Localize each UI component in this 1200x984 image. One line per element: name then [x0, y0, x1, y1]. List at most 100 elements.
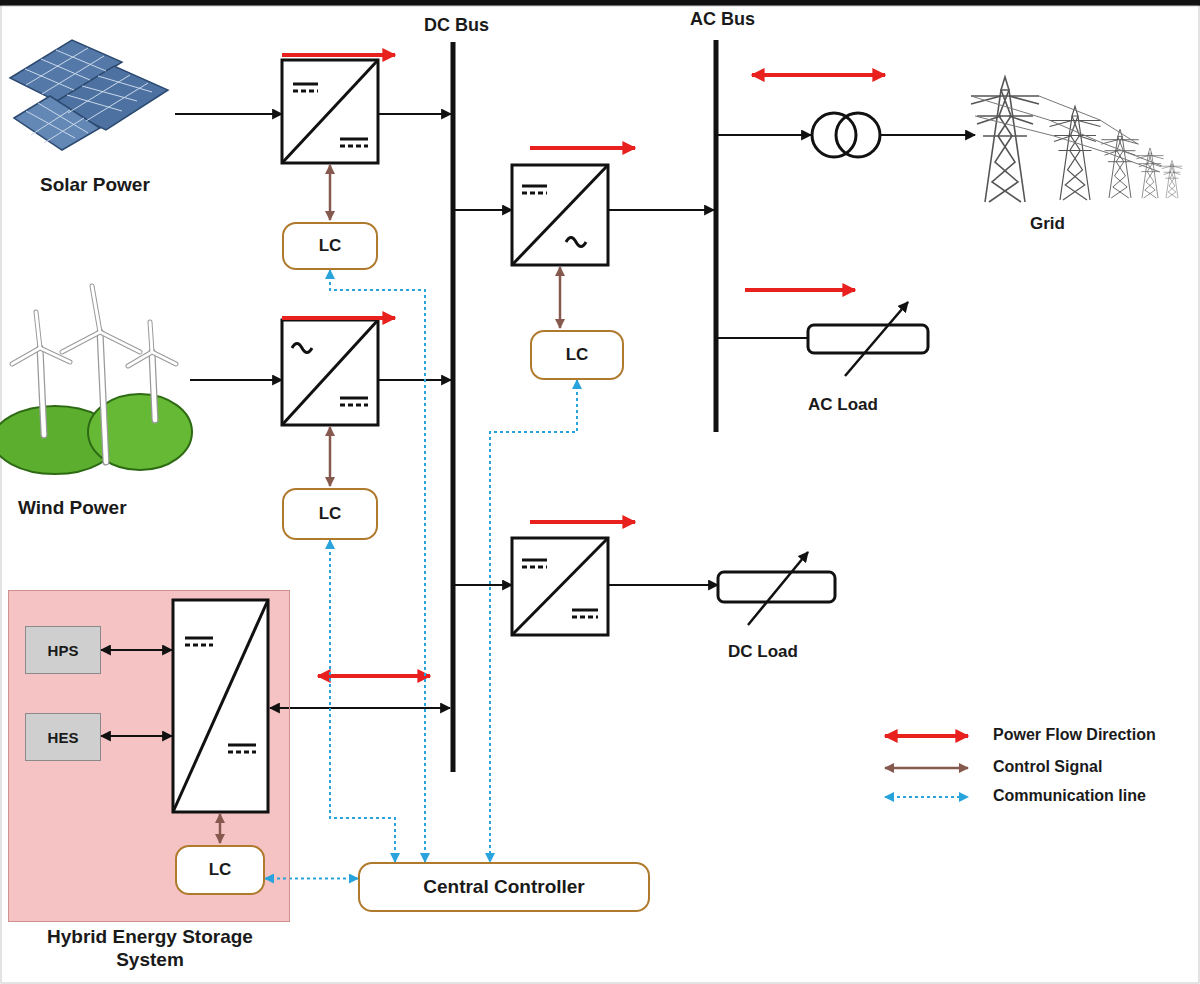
part-label: Wind Power [18, 497, 127, 519]
converter-symbols-part [292, 344, 312, 353]
communication-line [330, 270, 425, 862]
top-bar [0, 0, 1200, 6]
wind-turbine-picture-part [12, 286, 176, 366]
load-symbols-part [845, 302, 908, 376]
communication-line [265, 878, 358, 880]
power-flow-arrows-part [745, 288, 855, 292]
grid-tower-picture-part [971, 77, 1039, 202]
converter-symbols-part [282, 60, 378, 163]
power-wires-part [718, 134, 811, 136]
part-label: DC Load [728, 642, 798, 662]
converter-symbols-part [340, 397, 368, 400]
load-symbols-part [718, 572, 835, 602]
transformer-symbol [812, 113, 880, 157]
box-label: LC [209, 860, 232, 880]
box-label: LC [319, 504, 342, 524]
storage-box: HPS [25, 626, 101, 674]
part-label: Solar Power [40, 174, 150, 196]
storage-region-fill [8, 590, 290, 922]
control-signal-arrows-part [329, 165, 332, 220]
converter-symbols-part [173, 600, 268, 812]
communication-line [490, 380, 577, 862]
power-flow-arrows-part [530, 520, 635, 524]
solar-panel-picture [10, 40, 168, 150]
power-wires-part [101, 735, 172, 737]
part-label: AC Load [808, 395, 878, 415]
grid-tower-picture [971, 77, 1182, 202]
converter-symbols-part [340, 404, 368, 407]
grid-tower-picture-part [1136, 148, 1163, 198]
converter-symbols-part [566, 238, 586, 247]
load-symbols [718, 302, 928, 625]
grid-tower-picture-part [1050, 106, 1101, 200]
converter-symbols [173, 60, 608, 812]
legend-entry: Control Signal [993, 758, 1102, 776]
solar-panel-picture-part [14, 96, 100, 150]
communication-line [330, 540, 395, 862]
control-signal-arrows-part [329, 427, 332, 486]
box-label: LC [566, 345, 589, 365]
power-flow-arrows-part [752, 73, 885, 77]
bus-bars [453, 40, 716, 772]
transformer-symbol-part [812, 113, 856, 157]
legend-text: Control Signal [993, 758, 1102, 776]
power-flow-arrows-part [282, 53, 395, 57]
local-controller: LC [282, 488, 378, 540]
converter-symbols-part [512, 538, 608, 635]
converter-symbols-part [512, 538, 608, 635]
grid-tower-picture-part [971, 96, 1162, 172]
part-label: DC Bus [424, 15, 489, 36]
power-wires-part [270, 707, 450, 709]
power-wires-part [608, 584, 718, 586]
power-wires-part [175, 113, 282, 115]
frame [1, 6, 1199, 983]
converter-symbols-part [512, 165, 608, 265]
power-wires-part [378, 113, 451, 115]
converter-symbols-part [185, 645, 256, 752]
legend-samples [885, 736, 968, 797]
legend-samples-part [885, 767, 968, 770]
power-wires-part [880, 134, 975, 136]
local-controller: LC [175, 845, 265, 895]
legend-samples-part [885, 796, 968, 798]
control-signal-arrows-part [219, 814, 222, 843]
legend-text: Communication line [993, 787, 1146, 805]
power-wires-part [718, 337, 808, 339]
power-flow-arrows-part [530, 146, 635, 150]
bus-bars-part [451, 42, 456, 772]
converter-symbols-part [512, 165, 608, 265]
legend-text: Power Flow Direction [993, 726, 1156, 744]
converter-symbols-part [293, 91, 368, 146]
part-label: Grid [1030, 214, 1065, 234]
box-label: HPS [48, 642, 79, 659]
grid-tower-picture-part [1162, 161, 1182, 199]
load-symbols-part [748, 552, 808, 625]
power-wires-part [608, 209, 714, 211]
converter-symbols-part [522, 192, 547, 195]
legend-entry: Power Flow Direction [993, 726, 1156, 744]
converter-symbols-part [282, 320, 378, 425]
power-wires-part [455, 209, 512, 211]
control-signal-arrows [220, 165, 560, 843]
region-heading: Hybrid Energy Storage System [40, 925, 260, 971]
converter-symbols-part [185, 638, 256, 745]
converter-symbols-part [173, 600, 268, 812]
control-signal-arrows-part [559, 267, 562, 328]
local-controller: LC [530, 330, 624, 380]
box-label: Central Controller [423, 876, 585, 898]
grid-tower-picture-part [1101, 129, 1138, 198]
wind-turbine-picture-part [12, 286, 176, 366]
box-label: HES [48, 729, 79, 746]
power-wires-part [378, 379, 451, 381]
converter-symbols-part [522, 185, 547, 188]
power-wires-part [101, 649, 172, 651]
power-wires [101, 114, 975, 736]
local-controller: LC [282, 222, 378, 270]
power-flow-arrows-part [282, 316, 395, 320]
part-label: AC Bus [690, 9, 755, 30]
legend-samples-part [885, 734, 968, 738]
power-wires-part [455, 584, 512, 586]
power-flow-arrows [282, 55, 885, 676]
